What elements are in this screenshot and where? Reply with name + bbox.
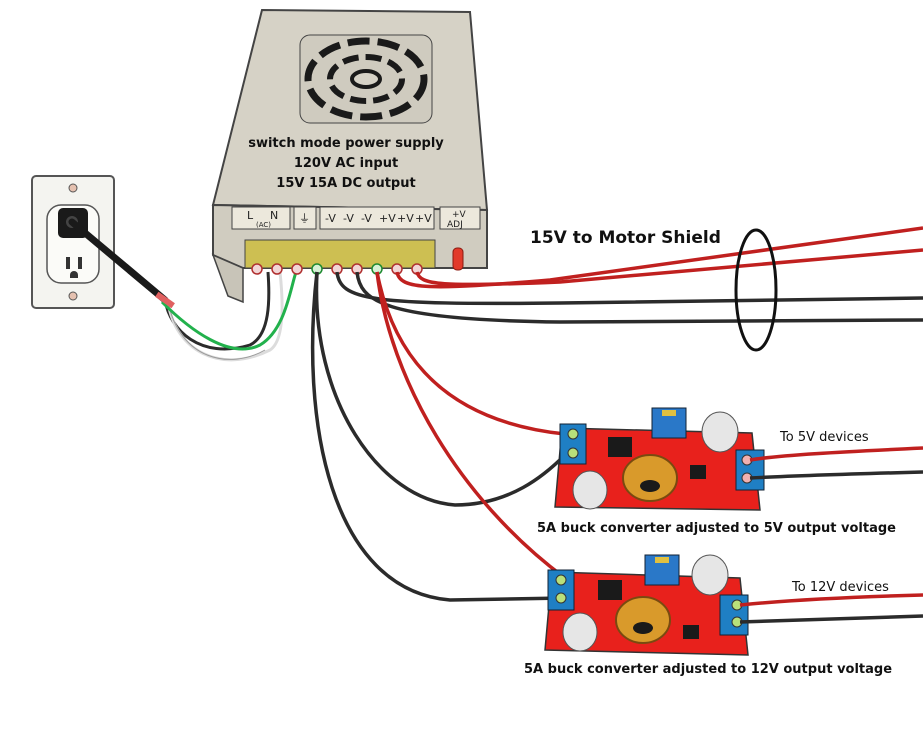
wire-bundle-marker bbox=[734, 228, 778, 352]
terminal-screws bbox=[251, 263, 423, 275]
power-cord bbox=[68, 218, 298, 362]
converter-label-5v: 5A buck converter adjusted to 5V output … bbox=[537, 521, 896, 536]
terminal-label-neg3: -V bbox=[361, 212, 372, 225]
converter-feed-wires bbox=[310, 271, 567, 602]
output-terminal-block bbox=[735, 449, 765, 491]
output-label-12v: To 12V devices bbox=[791, 580, 889, 595]
output-wire-5v-negative bbox=[749, 470, 923, 480]
buck-converter-5v bbox=[554, 407, 765, 511]
wall-outlet bbox=[31, 175, 115, 309]
buck-converter-12v bbox=[544, 554, 749, 656]
fan-icon bbox=[299, 34, 433, 124]
output-wire-5v-positive bbox=[749, 446, 923, 462]
motor-shield-label: 15V to Motor Shield bbox=[530, 228, 721, 248]
output-terminal-block bbox=[719, 594, 749, 636]
terminal-label-adj: ADJ bbox=[447, 220, 463, 230]
psu-label-line2: 120V AC input bbox=[294, 156, 398, 171]
terminal-label-neg1: -V bbox=[325, 212, 336, 225]
terminal-label-pos4: +V bbox=[452, 210, 467, 220]
output-wire-12v-negative bbox=[739, 614, 923, 624]
converter-label-12v: 5A buck converter adjusted to 12V output… bbox=[524, 662, 892, 677]
adj-potentiometer bbox=[452, 247, 464, 271]
terminal-label-neg2: -V bbox=[343, 212, 354, 225]
terminal-label-pos1: +V bbox=[379, 212, 396, 225]
terminal-label-pos3: +V bbox=[415, 212, 432, 225]
terminal-label-ground: ⏚ bbox=[299, 212, 310, 225]
output-wire-12v-positive bbox=[739, 593, 923, 607]
terminal-label-n: N bbox=[270, 209, 278, 222]
output-label-5v: To 5V devices bbox=[779, 430, 869, 445]
terminal-label-l: L bbox=[247, 209, 254, 222]
psu-label-line3: 15V 15A DC output bbox=[276, 176, 415, 191]
psu-label-line1: switch mode power supply bbox=[248, 136, 444, 151]
power-supply: switch mode power supply 120V AC input 1… bbox=[211, 8, 489, 304]
terminal-label-ac: (AC) bbox=[256, 221, 271, 229]
terminal-label-pos2: +V bbox=[397, 212, 414, 225]
